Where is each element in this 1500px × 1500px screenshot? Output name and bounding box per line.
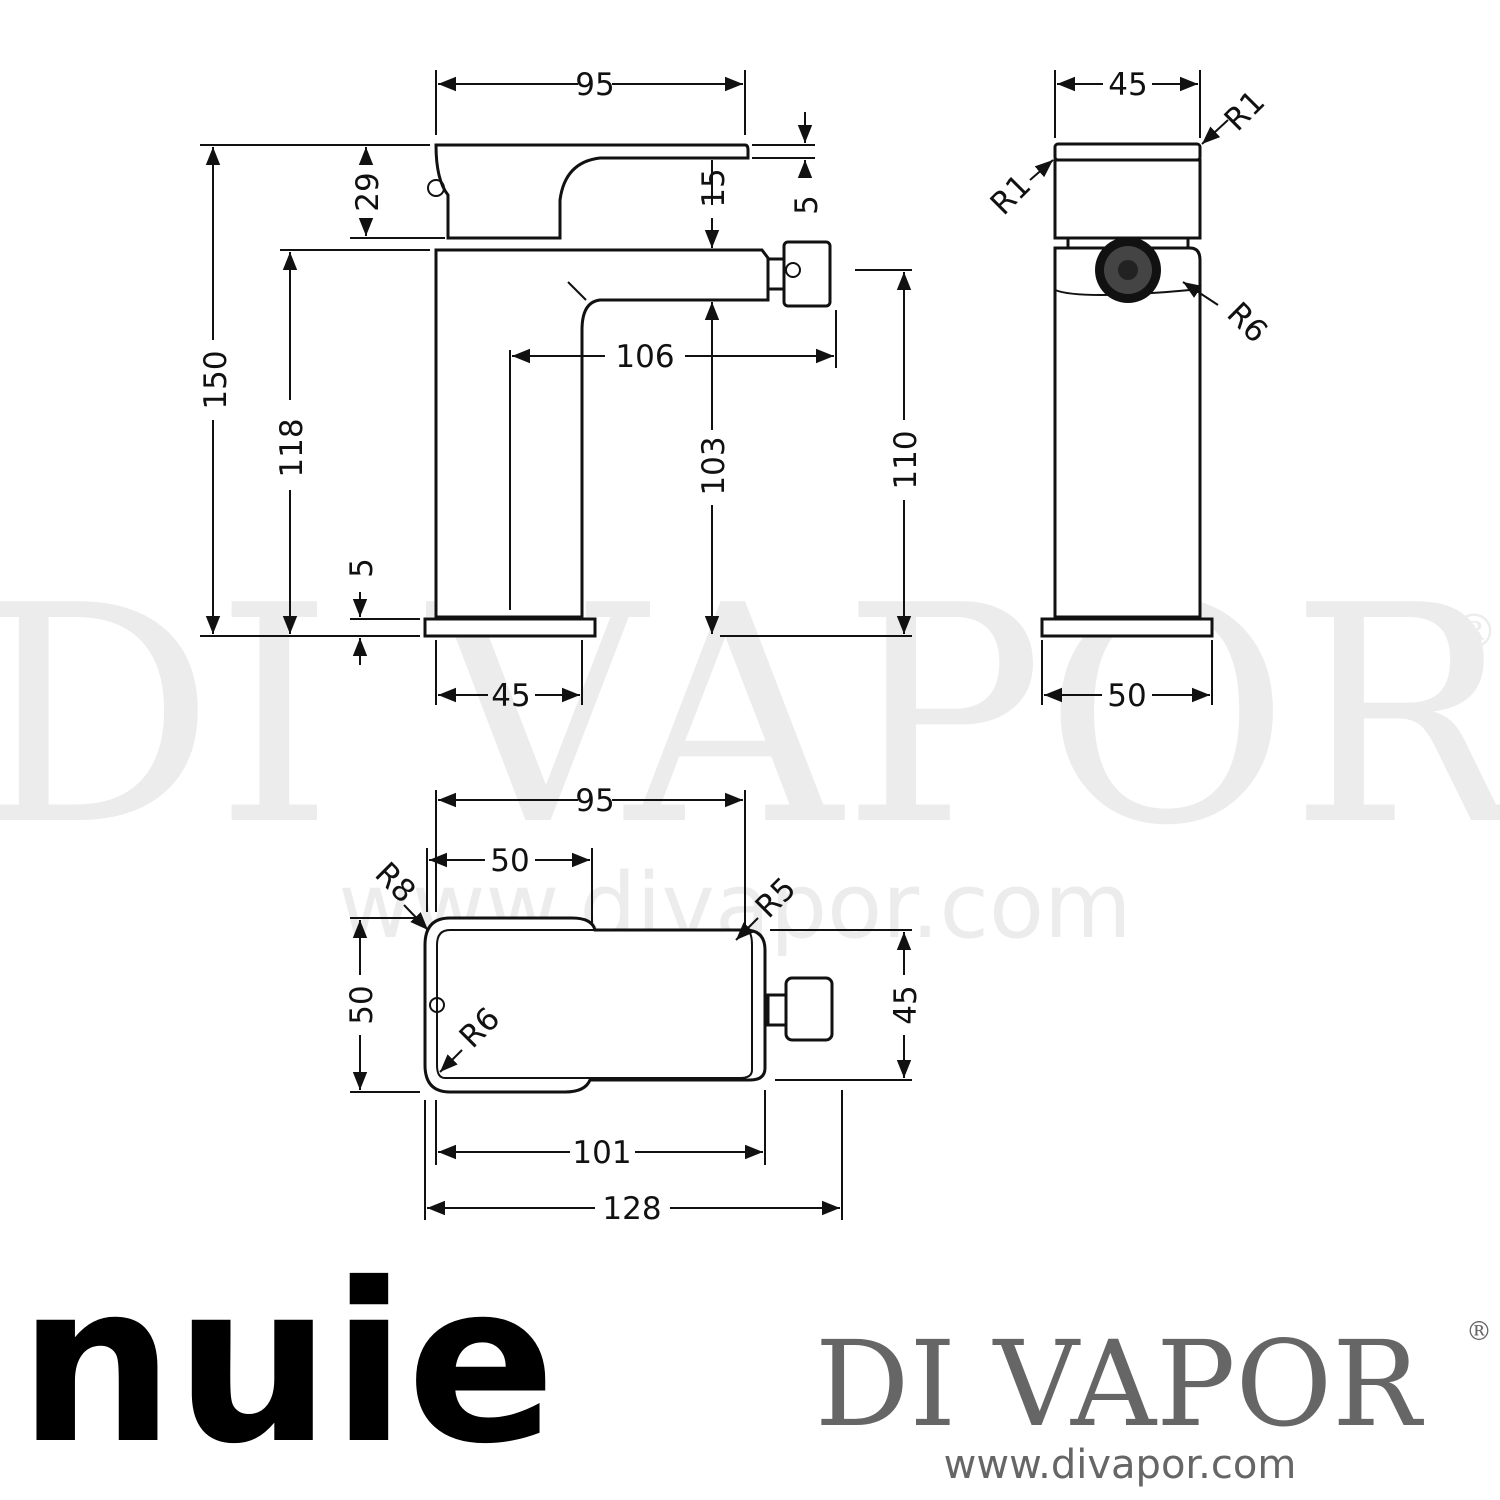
front-spout-joint [567,281,587,301]
front-nozzle-neck [766,257,786,291]
radius-arrow [1182,281,1219,306]
front-lever-pivot [427,179,445,197]
nuie-logo: nuie [18,1236,556,1492]
front-base-plate [423,617,597,638]
dim-plan-body-length: 101 [572,1135,631,1171]
divapor-logo: DI VAPOR [815,1315,1424,1453]
front-body-shape [434,248,770,619]
dim-plan-overall-width: 95 [575,783,614,819]
watermark: DI VAPOR ® www.divapor.com [0,542,1500,959]
side-lever-top [1053,142,1202,162]
dim-spout-height: 103 [696,436,732,495]
plan-view: 95 50 R8 R5 R6 50 45 101 [344,783,924,1227]
dim-lever-height: 29 [350,172,386,211]
radius-arrow [1029,159,1054,181]
dim-lever-thickness: 15 [696,168,732,207]
side-body-shape [1053,246,1202,619]
dim-total-height: 150 [198,350,234,409]
radius-arrow [439,1049,463,1073]
front-nozzle-head [782,240,832,308]
dim-base-width: 45 [491,678,530,714]
dim-side-outlet-radius: R6 [1220,296,1275,351]
dim-base-thickness: 5 [344,558,380,578]
front-nozzle-screw [785,262,801,278]
plan-outline [423,916,767,1094]
dim-side-top-radius: R1 [1218,84,1273,139]
dim-outlet-height: 110 [888,430,924,489]
dim-top-width: 95 [575,67,614,103]
dim-body-height: 118 [274,418,310,477]
dim-plan-lever-width: 50 [490,843,529,879]
footer: nuie DI VAPOR ® www.divapor.com [18,1236,1492,1492]
dim-plan-depth-right: 45 [888,985,924,1024]
dim-side-lever-radius: R1 [984,168,1039,223]
dim-plan-depth-left: 50 [344,985,380,1024]
radius-arrow [1201,119,1229,145]
divapor-registered: ® [1466,1317,1492,1347]
plan-nozzle-head [784,976,834,1042]
front-view: 95 150 29 118 5 45 15 103 [198,67,924,714]
side-base-plate [1040,617,1214,638]
plan-pivot [429,997,445,1013]
watermark-brand: DI VAPOR [0,542,1500,891]
side-lever-body [1053,158,1202,240]
dim-plan-total-length: 128 [602,1191,661,1227]
divapor-url: www.divapor.com [944,1442,1297,1488]
side-spout-curve [1054,289,1191,296]
dim-reach: 106 [615,339,674,375]
dim-lever-offset: 5 [789,195,825,215]
dim-side-base-width: 50 [1107,678,1146,714]
radius-arrow [735,917,759,941]
dim-side-top-width: 45 [1108,67,1147,103]
side-aerator-center [1118,260,1138,280]
watermark-registered: ® [1450,604,1498,660]
plan-nozzle-neck [766,993,788,1027]
